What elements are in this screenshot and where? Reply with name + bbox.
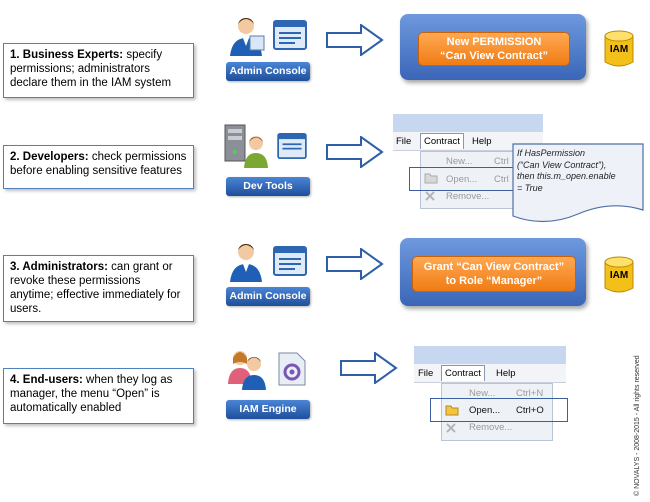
menu-dropdown-4: [441, 383, 553, 441]
developer-user-icon: [244, 136, 268, 168]
remove-icon-2: [425, 191, 435, 201]
code-note-line2: (“Can View Contract”),: [517, 159, 607, 170]
open-highlight-box-2: [409, 167, 523, 191]
step-4-text: when they log as manager, the menu “Open…: [10, 374, 173, 414]
remove-icon-4: [446, 423, 456, 433]
code-note-line3: then this.m_open.enable: [517, 171, 616, 181]
new-permission-line2: “Can View Contract”: [440, 50, 548, 62]
menu-file-4[interactable]: File: [418, 368, 434, 379]
window-icon-2: [277, 133, 307, 159]
step-3-box: 3. Administrators: can grant or revoke t…: [3, 255, 194, 322]
grant-line1: Grant “Can View Contract”: [423, 261, 565, 273]
menu-item-remove-4[interactable]: Remove...: [469, 422, 513, 433]
window-icon-3: [273, 246, 307, 276]
new-permission-line1: New PERMISSION: [446, 36, 542, 48]
step-4-box: 4. End-users: when they log as manager, …: [3, 368, 194, 424]
menubar-4: [414, 364, 566, 383]
admin-user-icon-2: [230, 244, 262, 282]
gear-document-icon: [278, 352, 306, 386]
menu-item-new-2[interactable]: New...: [446, 156, 473, 167]
admin-console-label-1: Admin Console: [226, 62, 310, 81]
menu-help-4[interactable]: Help: [496, 368, 516, 379]
code-note-line4: = True: [517, 182, 543, 193]
iam-label-1: IAM: [609, 44, 629, 55]
open-highlight-box-4: [430, 398, 568, 422]
step-1-box: 1. Business Experts: specify permissions…: [3, 43, 194, 98]
code-note-text: If HasPermission (“Can View Contract”), …: [517, 148, 641, 194]
step-2-box: 2. Developers: check permissions before …: [3, 145, 194, 189]
admin-console-label-2: Admin Console: [226, 287, 310, 306]
step-1-text: specify permissions; administrators decl…: [10, 49, 172, 89]
step-3-title: 3. Administrators:: [10, 261, 108, 273]
arrow-right-icon-1: [326, 24, 384, 56]
dev-tools-label: Dev Tools: [226, 177, 310, 196]
code-note-shape: [512, 143, 644, 223]
iam-engine-label: IAM Engine: [226, 400, 310, 419]
copyright-text: © NOVALYS - 2008-2015 - All rights reser…: [634, 355, 641, 496]
step-2-text: check permissions before enabling sensit…: [10, 151, 187, 177]
menu-titlebar-4: [414, 346, 566, 364]
menu-item-open-4[interactable]: Open...: [469, 405, 501, 416]
folder-icon-2: [424, 173, 438, 184]
menu-contract-4[interactable]: Contract: [441, 365, 485, 381]
menu-item-open-shortcut-2: Ctrl: [494, 174, 509, 185]
step-3-text: can grant or revoke these permissions an…: [10, 261, 181, 315]
menu-item-new-shortcut-2: Ctrl: [494, 156, 509, 167]
menu-item-new-shortcut-4: Ctrl+N: [516, 388, 544, 399]
arrow-right-icon-4: [340, 352, 398, 384]
window-icon: [273, 20, 307, 50]
users-group-icon: [228, 351, 266, 390]
arrow-right-icon-2: [326, 136, 384, 168]
iam-database-icon-1: [604, 30, 634, 67]
menu-file-2[interactable]: File: [396, 136, 412, 147]
folder-icon-4: [445, 405, 459, 416]
grant-permission-box: Grant “Can View Contract” to Role “Manag…: [412, 256, 576, 292]
grant-line2: to Role “Manager”: [445, 275, 543, 287]
step-1-title: 1. Business Experts:: [10, 49, 124, 61]
new-permission-box: New PERMISSION “Can View Contract”: [418, 32, 570, 66]
menu-item-remove-2[interactable]: Remove...: [446, 191, 490, 202]
server-icon: [224, 124, 246, 162]
arrow-right-icon-3: [326, 248, 384, 280]
menu-contract-2[interactable]: Contract: [420, 133, 464, 149]
menu-item-open-shortcut-4: Ctrl+O: [516, 405, 544, 416]
menu-item-open-2[interactable]: Open...: [446, 174, 478, 185]
iam-label-2: IAM: [609, 270, 629, 281]
menu-titlebar-2: [393, 114, 543, 132]
menu-help-2[interactable]: Help: [472, 136, 492, 147]
iam-database-icon-2: [604, 256, 634, 293]
admin-user-icon: [230, 18, 265, 56]
step-2-title: 2. Developers:: [10, 151, 89, 163]
menu-item-new-4[interactable]: New...: [469, 388, 496, 399]
code-note-line1: If HasPermission: [517, 148, 586, 158]
step-4-title: 4. End-users:: [10, 374, 83, 386]
